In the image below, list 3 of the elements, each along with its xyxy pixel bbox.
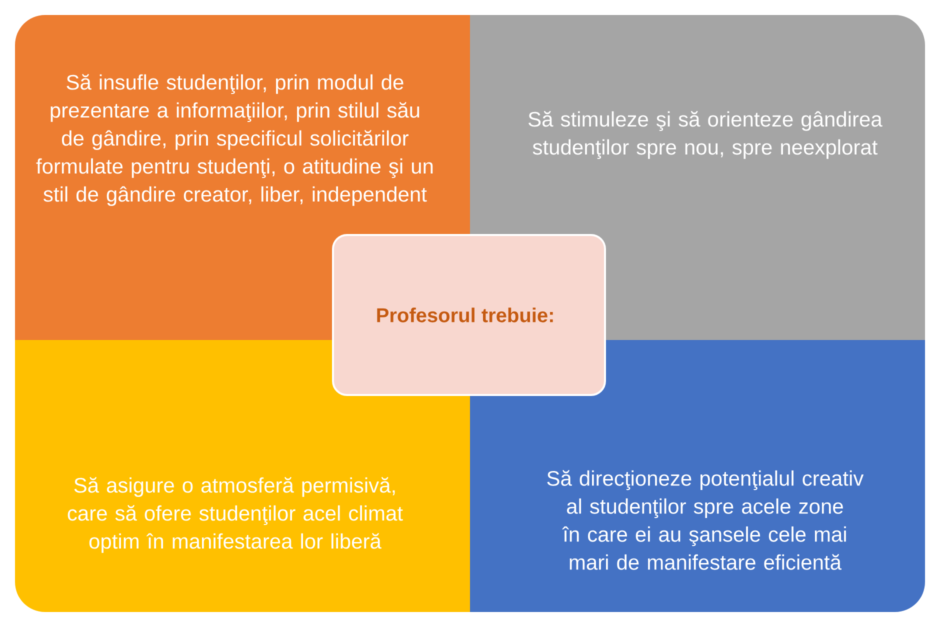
center-box: Profesorul trebuie: (332, 234, 606, 396)
quadrant-box: Să asigure o atmosferă permisivă, care să ofere studenţilor acel climat optim în manifestarea lor liberă (15, 340, 470, 612)
quadrant-box: Să direcţioneze potenţialul creativ al studenţilor spre acele zone în care ei au şansele cele mai mari de manifestare eficientă (470, 340, 925, 612)
